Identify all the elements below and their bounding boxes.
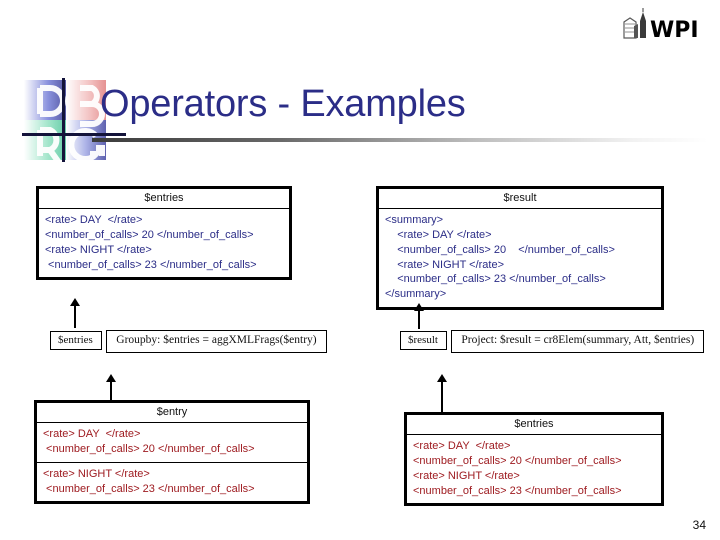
wpi-logo: WPI	[612, 8, 708, 48]
result-top-title: $result	[379, 189, 661, 209]
arrow-shaft	[74, 305, 76, 328]
arrow-head-icon	[70, 298, 80, 306]
entry-bottom-segment-2: <rate> NIGHT </rate> <number_of_calls> 2…	[37, 461, 307, 502]
page-title: Operators - Examples	[100, 83, 466, 125]
entry-bottom-title: $entry	[37, 403, 307, 423]
arrow-shaft	[110, 381, 112, 402]
entries-bottom-box: $entries <rate> DAY </rate> <number_of_c…	[404, 412, 664, 507]
arrow-shaft	[418, 310, 420, 329]
entries-top-content: <rate> DAY </rate> <number_of_calls> 20 …	[45, 213, 257, 271]
arrow-head-icon	[106, 374, 116, 382]
title-divider	[92, 138, 708, 142]
svg-text:WPI: WPI	[650, 18, 699, 43]
groupby-expression: Groupby: $entries = aggXMLFrags($entry)	[106, 330, 327, 353]
project-operator[interactable]: $result Project: $result = cr8Elem(summa…	[400, 330, 705, 353]
entry-bottom-segment-1: <rate> DAY </rate> <number_of_calls> 20 …	[43, 427, 255, 455]
groupby-output-tab: $entries	[50, 331, 102, 350]
project-output-tab: $result	[400, 331, 447, 350]
arrow-head-icon	[437, 374, 447, 382]
entries-top-title: $entries	[39, 189, 289, 209]
arrow-entry-to-groupby	[104, 374, 118, 402]
arrow-shaft	[441, 381, 443, 412]
project-expression: Project: $result = cr8Elem(summary, Att,…	[451, 330, 705, 353]
entries-top-box: $entries <rate> DAY </rate> <number_of_c…	[36, 186, 292, 281]
arrow-head-icon	[414, 303, 424, 311]
result-top-content: <summary> <rate> DAY </rate> <number_of_…	[385, 213, 615, 301]
arrow-groupby-to-entries	[68, 298, 82, 328]
entries-bottom-content: <rate> DAY </rate> <number_of_calls> 20 …	[413, 439, 622, 497]
result-top-box: $result <summary> <rate> DAY </rate> <nu…	[376, 186, 664, 311]
page-number: 34	[692, 518, 706, 532]
entry-bottom-box: $entry <rate> DAY </rate> <number_of_cal…	[34, 400, 310, 505]
entries-bottom-title: $entries	[407, 415, 661, 435]
arrow-project-to-result	[412, 303, 426, 329]
arrow-entries-to-project	[435, 374, 449, 412]
groupby-operator[interactable]: $entries Groupby: $entries = aggXMLFrags…	[50, 330, 327, 353]
dsrg-decorative-logo	[22, 78, 126, 166]
